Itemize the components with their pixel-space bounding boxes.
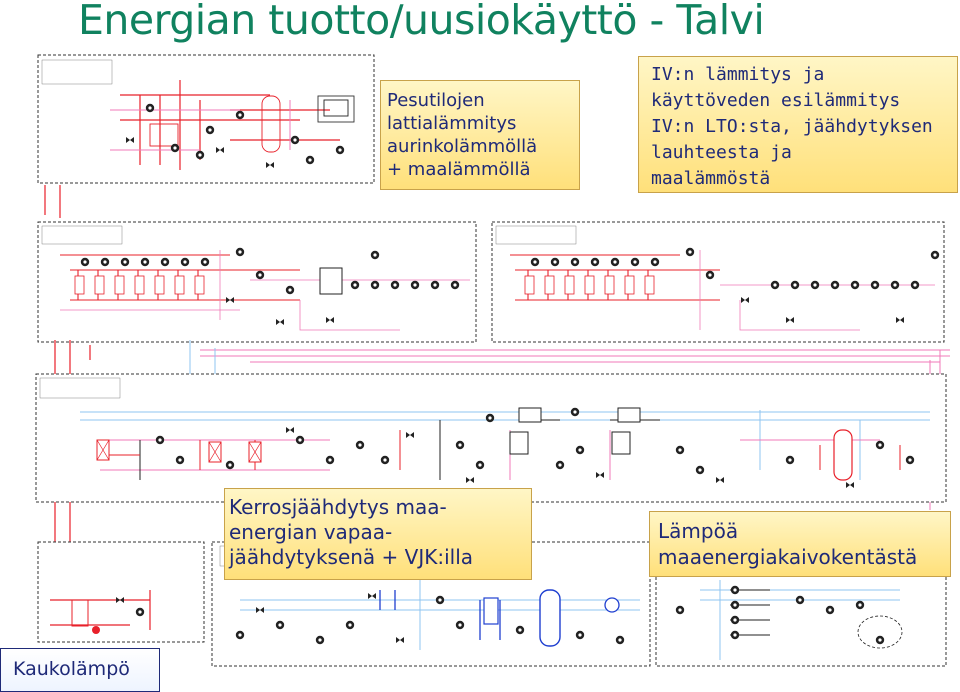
callout-line: Pesutilojen (387, 90, 485, 111)
callout-line: jäähdytyksenä + VJK:illa (229, 545, 474, 569)
sheet-lammitys-oikea (491, 221, 945, 343)
callout-line: maaenergiakaivokentästä (658, 545, 918, 569)
callout-kaukolampo: Kaukolämpö (0, 648, 160, 692)
callout-iv-lammitys: IV:n lämmitys ja käyttöveden esilämmitys… (638, 56, 958, 193)
callout-kerrosjaahdytys: Kerrosjäähdytys maa- energian vapaa- jää… (224, 488, 532, 580)
callout-line: + maalämmöllä (387, 159, 531, 180)
callout-line: IV:n LTO:sta, jäähdytyksen (651, 116, 933, 137)
callout-line: IV:n lämmitys ja (651, 64, 825, 85)
callout-line: Lämpöä (658, 519, 739, 543)
callout-line: lattialämmitys (387, 113, 517, 134)
callout-line: lauhteesta ja (651, 142, 792, 163)
sheet-aurinkolampo (37, 54, 375, 184)
sheet-lammitys-vasen (37, 221, 477, 343)
callout-line: käyttöveden esilämmitys (651, 90, 901, 111)
sheet-jaahdytys (35, 373, 947, 503)
callout-pesutilojen: Pesutilojen lattialämmitys aurinkolämmöl… (380, 80, 580, 190)
callout-line: Kerrosjäähdytys maa- (229, 495, 447, 519)
callout-line: energian vapaa- (229, 520, 393, 544)
callout-lampoa: Lämpöä maaenergiakaivokentästä (649, 511, 951, 577)
callout-line: maalämmöstä (651, 168, 771, 189)
sheet-kaukolampo (37, 541, 205, 643)
page-title: Energian tuotto/uusiokäyttö - Talvi (78, 0, 765, 44)
callout-line: aurinkolämmöllä (387, 136, 538, 157)
